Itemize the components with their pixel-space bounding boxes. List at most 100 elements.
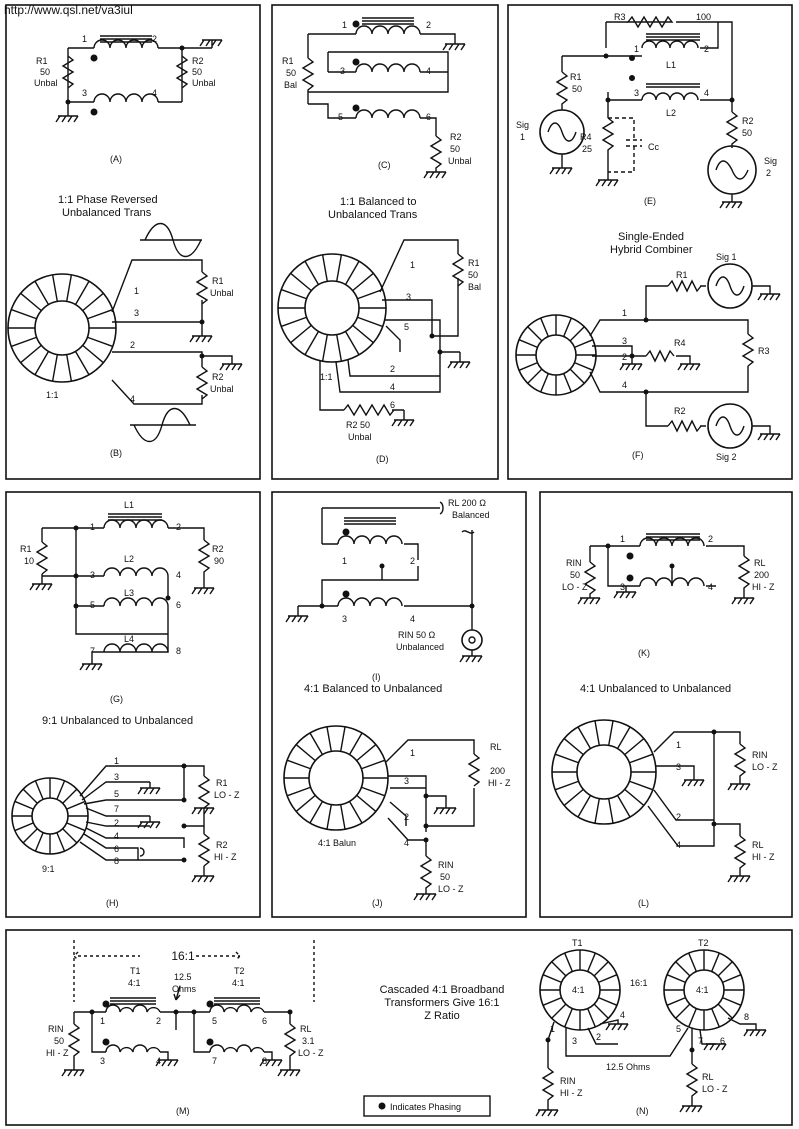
source-url: http://www.qsl.net/va3iul [4,3,133,17]
winding-line [66,800,86,810]
coil-l2 [641,92,699,101]
winding-line [14,800,34,810]
rl-label: RL [490,742,502,752]
rin-type: Unbalanced [396,642,444,652]
rl-type: Balanced [452,510,490,520]
winding-line [304,331,320,356]
rin-label: RIN [48,1024,64,1034]
mid-impedance: 12.5 Ohms [606,1062,651,1072]
pin-label: 1 [82,34,87,44]
ground-icon [442,43,466,51]
coil-i-top [337,535,403,545]
panel-title: 1:1 Phase Reversed [58,194,158,206]
coil-l2 [103,567,169,577]
panel-e: R3 100 1 2 3 4 L1 L2 R1 50 R2 50 R4 25 C… [516,12,777,256]
pin-label: 2 [156,1016,161,1026]
winding-line [62,828,78,844]
ground-icon [679,1105,703,1113]
resistor-r1 [195,271,209,305]
pin-label: 4 [704,88,709,98]
t1-label: T1 [130,966,141,976]
toroid-core-b [7,273,117,383]
panel-f: 1 3 2 4 R1 R4 R3 R2 Sig 1 Sig 2 (F) [515,252,781,462]
winding-line [717,961,733,977]
pin-label: 8 [114,856,119,866]
sig1-number: 1 [520,132,525,142]
rl-value: 200 [754,570,769,580]
pin-label: 8 [262,1056,267,1066]
winding-line [563,317,572,337]
pin-label: 7 [212,1056,217,1066]
pin-label: 2 [130,340,135,350]
r2-label: R2 [742,116,754,126]
resistor-r2 [195,366,209,400]
caption: (I) [372,672,381,682]
mid-impedance: 12.5 [174,972,192,982]
winding-line [352,324,374,344]
winding-line [577,726,592,749]
winding-line [554,780,579,791]
caption: (B) [110,448,122,458]
pin-label: 3 [340,66,345,76]
pin-label: 4 [620,1010,625,1020]
r2-label: R2 [212,372,224,382]
t1-label: T1 [572,938,583,948]
ground-icon [29,583,53,591]
r3-value: 100 [696,12,711,22]
winding-line [357,316,383,328]
r3-label: R3 [758,346,770,356]
turns-ratio: 9:1 [42,864,55,874]
winding-line [82,292,104,312]
resistor-rl [685,1063,699,1106]
r2-label: R2 [212,544,224,554]
panel-title: Transformers Give 16:1 [384,997,499,1009]
pin-label: 6 [176,600,181,610]
ground-icon [202,355,243,371]
winding-line [629,753,654,764]
winding-line [309,732,324,755]
winding-line [564,1008,573,1028]
coil-l1 [641,40,699,49]
r2-value: 50 [742,128,752,138]
winding-line [20,292,42,312]
resistor-r1 [667,279,702,293]
caption: (D) [376,454,389,464]
winding-line [357,288,383,300]
core-ratio: 4:1 [572,985,585,995]
winding-line [51,274,59,302]
pin-label: 5 [338,112,343,122]
panel-cd-frame [271,4,499,480]
panel-h: 1 3 5 7 2 4 6 8 R1 LO - Z R2 HI - Z 9:1 … [11,756,240,908]
ground-icon [731,597,755,605]
phasing-dot-icon [378,1102,386,1110]
toroid-core-t2 [663,949,745,1031]
resistor-r2 [197,833,211,867]
caption: (K) [638,648,650,658]
r1-label: R1 [212,276,224,286]
winding-line [551,1003,567,1019]
panel-title: Cascaded 4:1 Broadband [380,984,505,996]
resistor-r3 [741,333,755,367]
r1-type: Bal [468,282,481,292]
caption: (N) [636,1106,649,1116]
winding-line [34,780,44,800]
winding-line [344,331,360,356]
coil-c2 [355,63,421,73]
rin-type: HI - Z [46,1048,69,1058]
winding-line [356,744,377,762]
r2-label: R2 [674,406,686,416]
r4-value: 25 [582,144,592,154]
pin-label: 1 [114,756,119,766]
rin-label: RIN [752,750,768,760]
resistor-rin [419,855,433,894]
winding-line [607,720,614,746]
t1-ratio: 4:1 [128,978,141,988]
panel-b: 1:1 Phase Reversed Unbalanced Trans 1 3 … [7,194,243,458]
rl-value: 200 [490,766,505,776]
panel-kl-frame [539,491,793,918]
panel-l: 1 3 2 4 RIN LO - Z RL HI - Z (L) [551,719,778,908]
winding-line [34,351,50,376]
t2-label: T2 [698,938,709,948]
winding-line [304,260,320,285]
coil-c1 [355,25,421,35]
